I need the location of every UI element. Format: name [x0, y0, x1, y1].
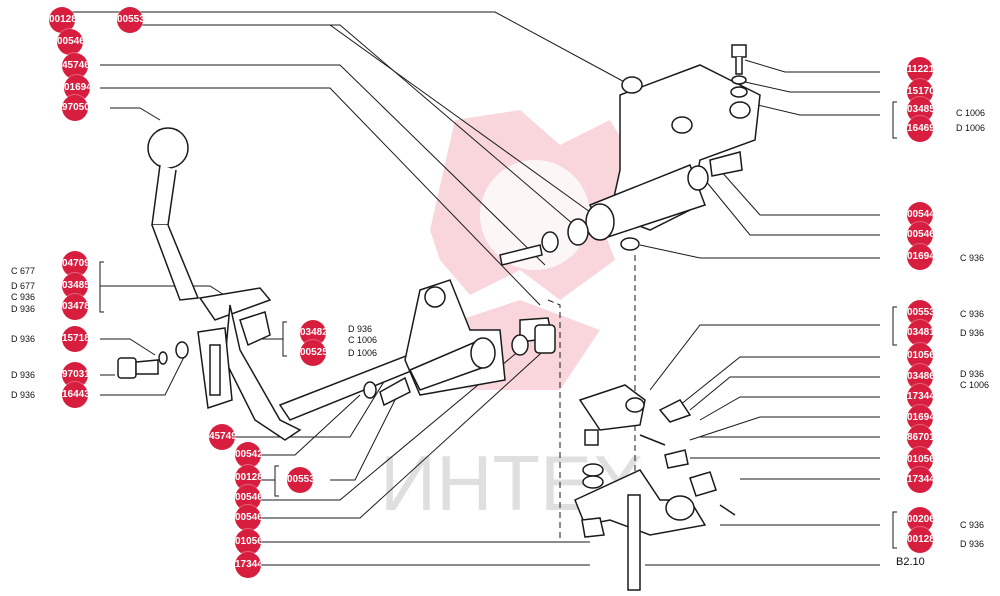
part-callout-l9[interactable]: 034783: [62, 294, 88, 320]
model-label: C 936: [960, 253, 985, 263]
part-callout-l21[interactable]: 010565: [235, 529, 261, 555]
model-label: D 936: [960, 369, 985, 379]
model-label: C 936: [960, 520, 985, 530]
model-label: C 677: [11, 266, 36, 276]
part-callout-r9[interactable]: 034812: [907, 320, 933, 346]
lower-lever: [574, 384, 736, 591]
model-label: D 936: [11, 390, 36, 400]
model-label: D 936: [11, 370, 36, 380]
model-label: D 936: [960, 539, 985, 549]
leader-lines: [62, 11, 894, 566]
part-callout-r14[interactable]: 867015: [907, 425, 933, 451]
part-callout-l14[interactable]: 005251: [300, 340, 326, 366]
model-label: C 1006: [956, 108, 986, 118]
part-callout-l3[interactable]: 005467: [57, 29, 83, 55]
part-callout-l1[interactable]: 001289: [49, 7, 75, 33]
bracket-marks: [99, 101, 897, 549]
model-label: C 936: [960, 309, 985, 319]
part-callout-l4[interactable]: 457462: [62, 53, 88, 79]
model-label: C 1006: [960, 380, 990, 390]
part-callout-l12[interactable]: 164435: [62, 382, 88, 408]
part-callout-l6[interactable]: 970505: [62, 95, 88, 121]
part-callout-r7[interactable]: 016945: [907, 244, 933, 270]
model-label: D 1006: [348, 348, 378, 358]
part-callout-l16[interactable]: 005421: [235, 442, 261, 468]
model-label: C 936: [11, 292, 36, 302]
model-label: C 1006: [348, 335, 378, 345]
part-callout-l15[interactable]: 457492: [209, 424, 235, 450]
part-callout-l7[interactable]: 047095: [62, 251, 88, 277]
model-label: D 677: [11, 281, 36, 291]
figure-code: B2.10: [896, 556, 925, 568]
part-callout-r18[interactable]: 001289: [907, 527, 933, 553]
model-label: D 936: [11, 304, 36, 314]
part-callout-r4[interactable]: 164693: [907, 116, 933, 142]
bolt-left: [117, 341, 189, 379]
part-callout-l2[interactable]: 005536: [117, 7, 143, 33]
part-callout-r1[interactable]: 112215: [907, 57, 933, 83]
model-label: D 936: [348, 324, 373, 334]
bracket-plate: [197, 311, 271, 409]
part-callout-r6[interactable]: 005465: [907, 222, 933, 248]
part-callout-l18[interactable]: 005536: [287, 467, 313, 493]
top-bracket: [499, 44, 761, 266]
model-label: D 936: [11, 334, 36, 344]
model-label: D 936: [960, 328, 985, 338]
shift-shaft: [363, 279, 556, 407]
model-label: D 1006: [956, 123, 986, 133]
